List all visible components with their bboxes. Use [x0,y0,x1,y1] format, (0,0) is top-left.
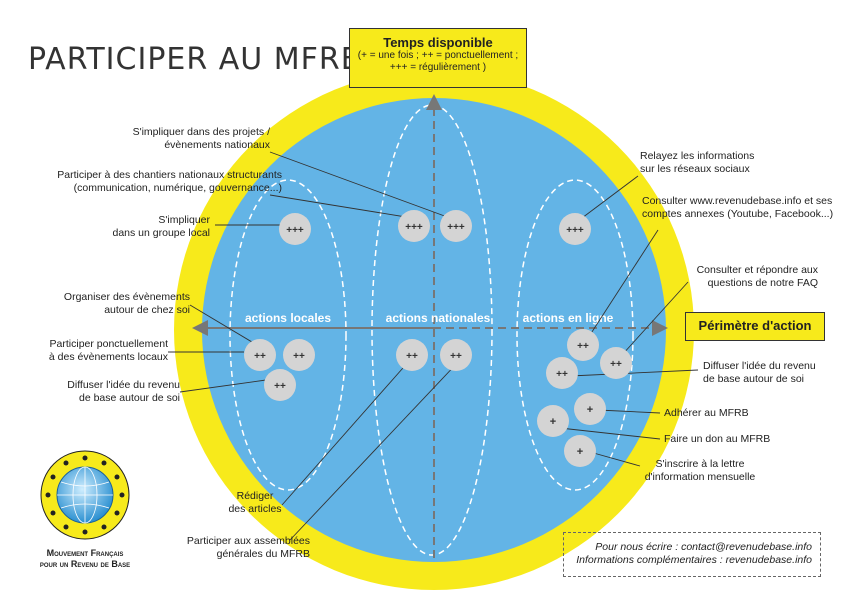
badge-occasional-online-1: ++ [567,329,599,361]
page-title: PARTICIPER AU MFRB [28,42,363,77]
annotation-diffuser-local: Diffuser l'idée du revenu de base autour… [67,379,180,404]
annotation-diffuser-online: Diffuser l'idée du revenu de base autour… [703,360,816,385]
badge-occasional-local-1: ++ [244,339,276,371]
badge-regular-online: +++ [559,213,591,245]
perimeter-box: Périmètre d'action [685,312,825,341]
badge-label: ++ [450,351,462,362]
zone-online-label: actions en ligne [523,311,614,325]
time-legend-line1: (+ = une fois ; ++ = ponctuellement ; [357,50,519,61]
zone-online-ellipse [516,179,634,491]
badge-occasional-online-2: ++ [600,347,632,379]
leader-lines [168,151,699,541]
time-legend-heading: Temps disponible [383,35,493,50]
annotation-chantiers: Participer à des chantiers nationaux str… [57,169,282,194]
badge-occasional-local-3: ++ [264,369,296,401]
annotation-adherer: Adhérer au MFRB [664,407,749,419]
badge-regular-national-2: +++ [440,210,472,242]
annotation-projets: S'impliquer dans des projets / évènement… [132,126,270,151]
contact-email[interactable]: Pour nous écrire : contact@revenudebase.… [595,541,812,553]
annotation-rediger: Rédiger des articles [228,490,282,515]
badge-label: ++ [293,351,305,362]
mfrb-logo-icon [40,450,130,540]
badge-label: + [577,446,583,458]
annotation-assemblees: Participer aux assemblées générales du M… [186,535,310,560]
badge-once-online-1: + [574,393,606,425]
badge-label: ++ [406,351,418,362]
annotation-lettre: S'inscrire à la lettre d'information men… [644,458,756,483]
contact-box: Pour nous écrire : contact@revenudebase.… [563,532,821,577]
badge-label: + [550,416,556,428]
badge-occasional-national-1: ++ [396,339,428,371]
badge-regular-national-1: +++ [398,210,430,242]
badge-label: +++ [447,222,465,233]
badge-occasional-local-2: ++ [283,339,315,371]
zone-local-label: actions locales [245,311,331,325]
time-legend-box: Temps disponible (+ = une fois ; ++ = po… [349,28,527,88]
badge-occasional-online-3: ++ [546,357,578,389]
annotation-consulter-site: Consulter www.revenudebase.info et ses c… [642,195,834,220]
zone-national-label: actions nationales [386,311,491,325]
annotation-reseaux: Relayez les informations sur les réseaux… [640,150,755,175]
badge-label: ++ [274,381,286,392]
badge-regular-local: +++ [279,213,311,245]
annotation-evenements-locaux: Participer ponctuellement à des évènemen… [48,338,168,363]
logo-caption: Mouvement Français pour un Revenu de Bas… [39,548,131,569]
zone-local-ellipse [229,179,347,491]
badge-label: +++ [286,225,304,236]
annotation-groupe-local: S'impliquer dans un groupe local [112,214,211,239]
zone-national-ellipse [371,104,493,556]
badge-label: + [587,404,593,416]
annotation-organiser: Organiser des évènements autour de chez … [63,291,190,316]
contact-website[interactable]: Informations complémentaires : revenudeb… [576,554,812,566]
badge-label: ++ [254,351,266,362]
badge-label: ++ [556,369,568,380]
badge-once-online-2: + [537,405,569,437]
badge-label: ++ [577,341,589,352]
badge-label: ++ [610,359,622,370]
annotation-faq: Consulter et répondre aux questions de n… [696,264,818,289]
annotation-don: Faire un don au MFRB [664,433,771,445]
badge-occasional-national-2: ++ [440,339,472,371]
time-legend-line2: +++ = régulièrement ) [389,62,487,73]
badge-label: +++ [566,225,584,236]
badge-label: +++ [405,222,423,233]
badge-once-online-3: + [564,435,596,467]
